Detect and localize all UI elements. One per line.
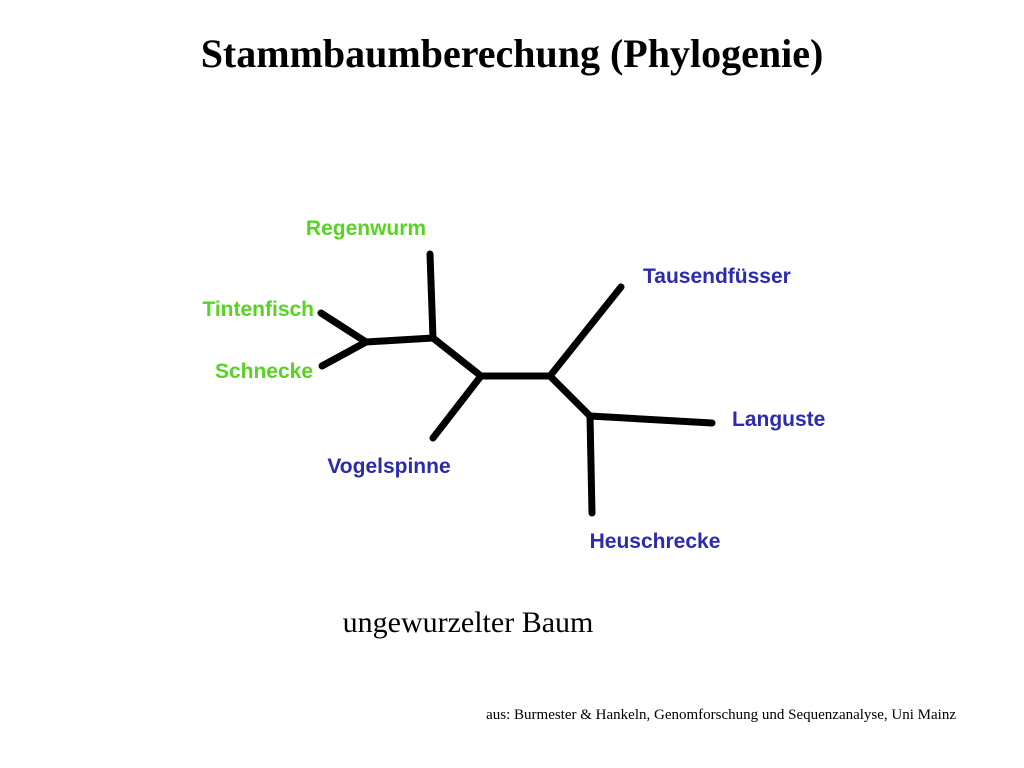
branch-tintenfisch (317, 309, 370, 346)
leaf-label-vogelspinne: Vogelspinne (327, 455, 450, 478)
source-citation: aus: Burmester & Hankeln, Genomforschung… (486, 707, 956, 723)
branch-schnecke (318, 338, 370, 370)
internal-branch-a (362, 334, 437, 346)
leaf-label-languste: Languste (732, 408, 825, 431)
internal-branch-b (429, 334, 485, 380)
branch-heuschrecke (586, 412, 596, 517)
branch-vogelspinne (429, 372, 485, 442)
leaf-label-tausendfuesser: Tausendfüsser (643, 265, 791, 288)
internal-branch-d (546, 372, 594, 420)
leaf-label-heuschrecke: Heuschrecke (590, 530, 721, 553)
branch-regenwurm (426, 250, 437, 342)
leaf-label-schnecke: Schnecke (215, 360, 313, 383)
leaf-label-tintenfisch: Tintenfisch (202, 298, 314, 321)
branch-tausendfuesser (546, 283, 625, 380)
diagram-caption: ungewurzelter Baum (342, 606, 594, 639)
branch-languste (586, 412, 716, 427)
leaf-label-regenwurm: Regenwurm (306, 217, 426, 240)
slide-title: Stammbaumberechung (Phylogenie) (200, 31, 824, 76)
